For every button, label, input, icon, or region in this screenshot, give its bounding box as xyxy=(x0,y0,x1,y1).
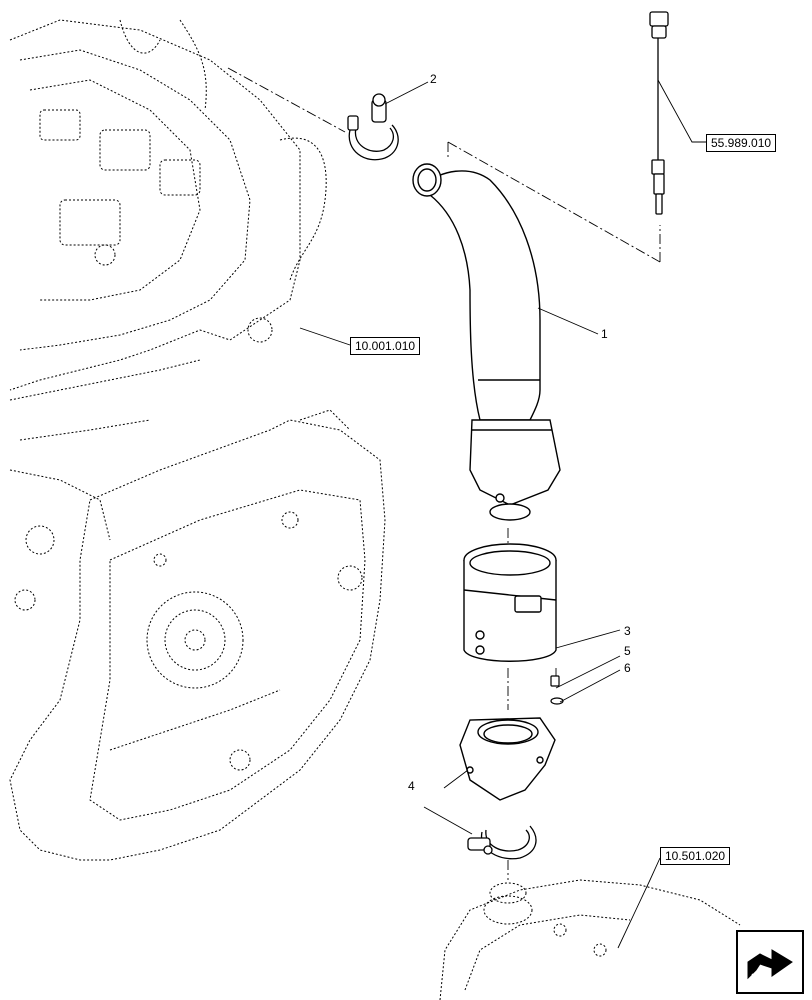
callout-washer: 6 xyxy=(624,661,631,675)
exhaust-pipe xyxy=(412,163,561,521)
callout-pipe: 1 xyxy=(601,327,608,341)
engine-block xyxy=(9,19,327,611)
next-page-button[interactable] xyxy=(736,930,804,994)
upper-clamp xyxy=(347,93,399,161)
leader-lines xyxy=(299,79,706,949)
sensor-reference-label[interactable]: 55.989.010 xyxy=(706,134,777,152)
oxygen-sensor xyxy=(649,11,669,215)
callout-upper-clamp: 2 xyxy=(430,72,437,86)
flange-bracket xyxy=(459,717,556,801)
tank-reference-label[interactable]: 10.501.020 xyxy=(660,847,731,865)
catalyst-sleeve xyxy=(463,543,557,662)
callout-flange-bracket: 4 xyxy=(408,779,415,793)
fuel-tank xyxy=(439,879,741,1000)
callout-bolt: 5 xyxy=(624,644,631,658)
flywheel-housing xyxy=(9,409,386,861)
engine-reference-label[interactable]: 10.001.010 xyxy=(350,337,421,355)
assembly-lines xyxy=(227,67,661,880)
lower-clamp xyxy=(467,825,537,860)
next-page-arrow-icon xyxy=(747,949,793,980)
bolt-washer xyxy=(550,675,564,705)
callout-catalyst-sleeve: 3 xyxy=(624,624,631,638)
